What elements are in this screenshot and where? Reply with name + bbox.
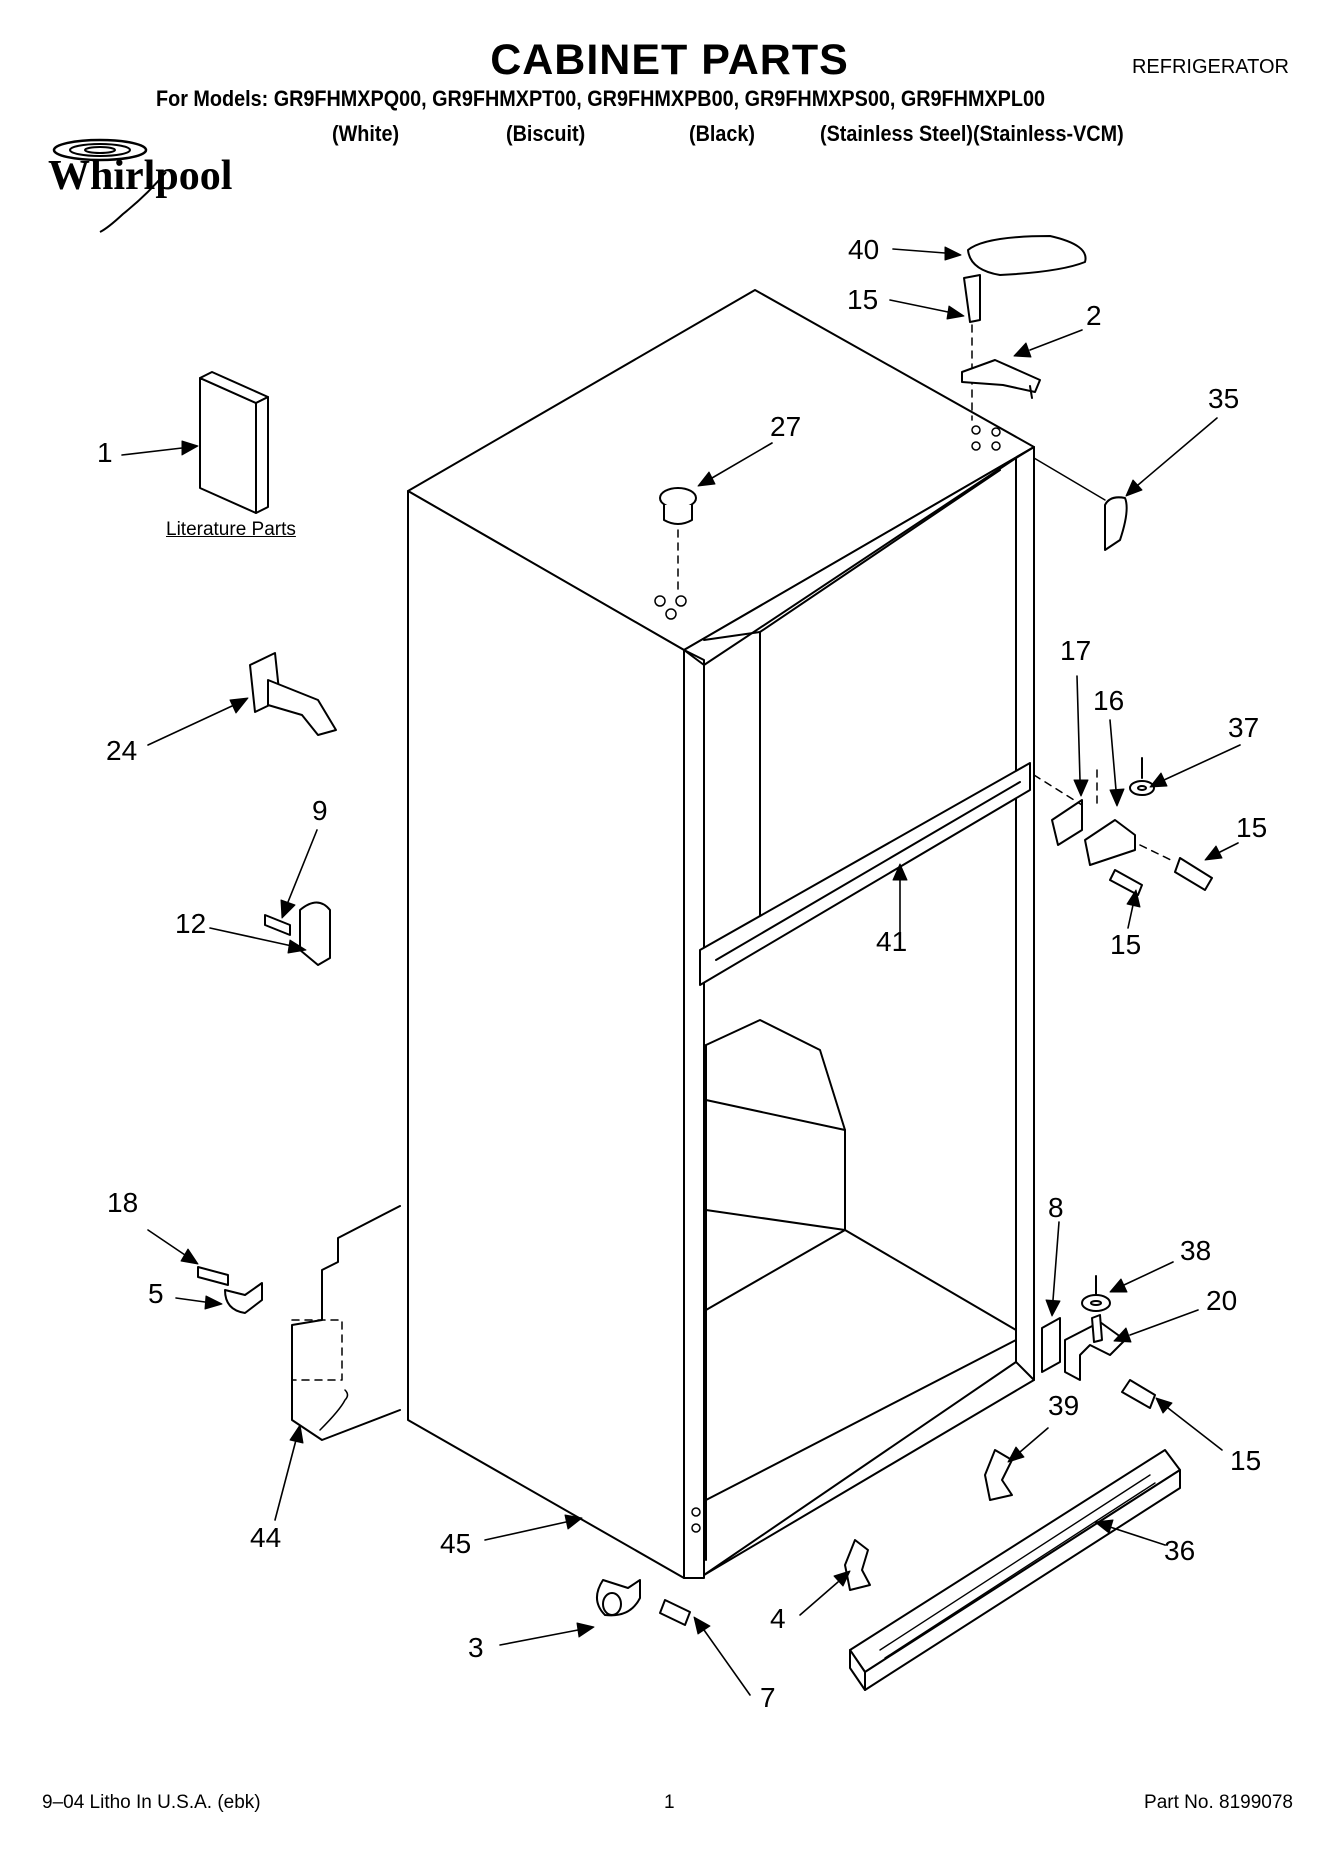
- callout-7: 7: [760, 1682, 776, 1713]
- callout-15-center-right: 15: [1236, 812, 1268, 843]
- part-27-plug: [659, 487, 697, 593]
- callout-35: 35: [1208, 383, 1240, 414]
- part-7-screw: [659, 1599, 691, 1626]
- part-37-washer: [1129, 757, 1155, 796]
- part-5-clamp: [197, 1266, 263, 1314]
- part-2-top-hinge: [961, 274, 1041, 421]
- part-40-cover: [967, 235, 1087, 276]
- callout-18: 18: [107, 1187, 139, 1218]
- part-4-clip: [844, 1539, 871, 1591]
- callout-12: 12: [175, 908, 207, 939]
- callout-40: 40: [848, 234, 880, 265]
- part-20-bottom-hinge: [1064, 1314, 1126, 1381]
- callout-16: 16: [1093, 685, 1125, 716]
- callout-27: 27: [770, 411, 802, 442]
- callout-41: 41: [876, 926, 908, 957]
- callout-15-top: 15: [847, 284, 879, 315]
- callout-1: 1: [97, 437, 113, 468]
- page-number: 1: [664, 1792, 675, 1813]
- callout-36: 36: [1164, 1535, 1196, 1566]
- callout-2: 2: [1086, 300, 1102, 331]
- callout-39: 39: [1048, 1390, 1080, 1421]
- part-3-roller: [596, 1579, 641, 1617]
- part-number: Part No. 8199078: [1144, 1792, 1293, 1813]
- part-38-washer: [1081, 1275, 1111, 1312]
- appliance-type: REFRIGERATOR: [1131, 56, 1289, 78]
- part-8-shim: [1041, 1317, 1061, 1373]
- callout-4: 4: [770, 1603, 786, 1634]
- part-12-clip: [264, 901, 331, 966]
- part-16-17-center-hinge: [1033, 769, 1176, 866]
- literature-parts-label: Literature Parts: [166, 519, 296, 540]
- cabinet-body: [407, 289, 1035, 1579]
- part-36-grille: [849, 1449, 1181, 1691]
- part-15-screw-bottom: [1121, 1379, 1156, 1409]
- part-literature: [199, 371, 269, 514]
- callout-15-bottom: 15: [1230, 1445, 1262, 1476]
- callout-24: 24: [106, 735, 138, 766]
- callout-15-center-lower: 15: [1110, 929, 1142, 960]
- callout-leaders: [121, 246, 1241, 1696]
- callout-45: 45: [440, 1528, 472, 1559]
- litho-note: 9–04 Litho In U.S.A. (ebk): [42, 1792, 261, 1813]
- part-24-bracket: [249, 652, 337, 736]
- variant-white: (White): [332, 121, 400, 146]
- page-title: CABINET PARTS: [490, 36, 849, 84]
- part-15-screws-center: [1109, 857, 1213, 896]
- models-line: For Models: GR9FHMXPQ00, GR9FHMXPT00, GR…: [156, 86, 1045, 111]
- part-39-clip: [984, 1449, 1013, 1501]
- whirlpool-swirl-icon: [52, 138, 167, 233]
- callout-9: 9: [312, 795, 328, 826]
- logo-text: Whirlpool: [48, 153, 233, 199]
- callout-3: 3: [468, 1632, 484, 1663]
- callout-37: 37: [1228, 712, 1260, 743]
- callout-44: 44: [250, 1522, 282, 1553]
- callout-17: 17: [1060, 635, 1092, 666]
- callout-5: 5: [148, 1278, 164, 1309]
- callout-20: 20: [1206, 1285, 1238, 1316]
- variant-biscuit: (Biscuit): [506, 121, 586, 146]
- callout-8: 8: [1048, 1192, 1064, 1223]
- part-44-panel: [291, 1205, 401, 1441]
- variant-black: (Black): [689, 121, 756, 146]
- variant-stainless: (Stainless Steel)(Stainless-VCM): [820, 121, 1124, 146]
- whirlpool-logo: Whirlpool: [38, 132, 268, 242]
- callout-38: 38: [1180, 1235, 1212, 1266]
- part-35-cover: [1033, 457, 1128, 551]
